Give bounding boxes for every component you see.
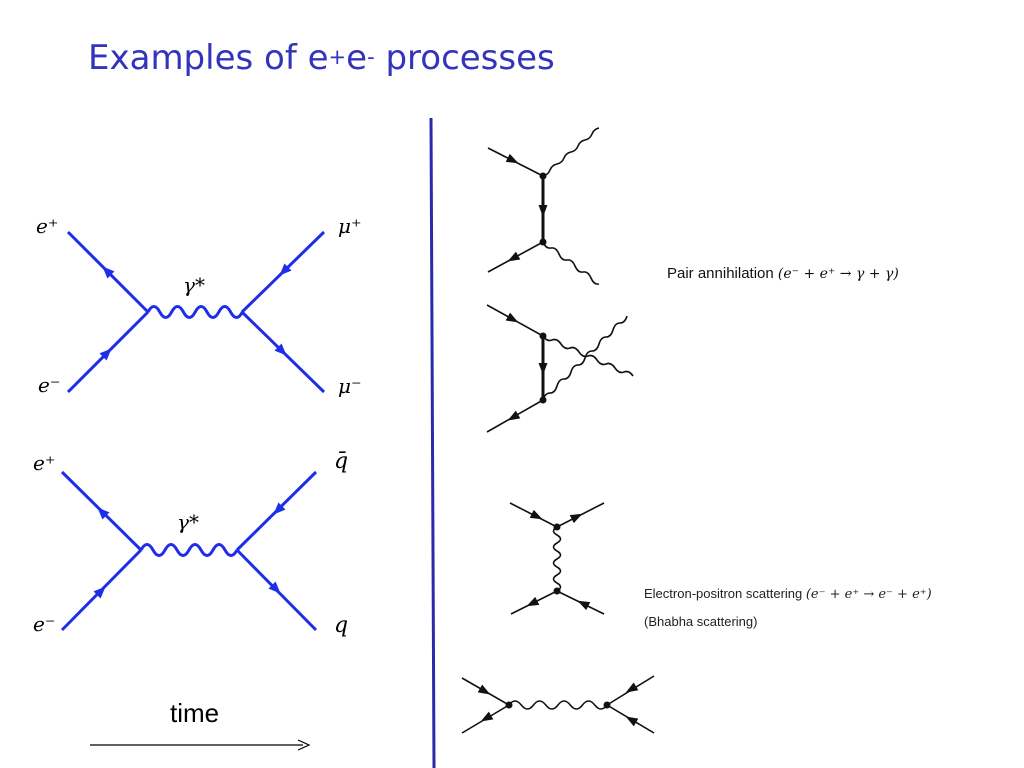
arrow-icon xyxy=(505,312,521,327)
vertex xyxy=(539,172,547,180)
arrow-icon xyxy=(575,596,591,611)
page-title: Examples of e+e- processes xyxy=(88,38,555,78)
feynman-diagram-quark-pair xyxy=(60,470,318,632)
label-e-plus: e⁺ xyxy=(33,451,55,475)
vertex xyxy=(539,238,547,246)
title-sup-plus: + xyxy=(328,45,347,69)
arrow-icon xyxy=(569,509,585,524)
arrow-icon xyxy=(478,711,494,726)
photon-line xyxy=(508,700,608,710)
title-sup-minus: - xyxy=(367,45,375,69)
photon-line xyxy=(552,526,562,592)
photon-line xyxy=(542,241,600,285)
time-label: time xyxy=(170,698,220,728)
feynman-diagram-pair-annihilation-u xyxy=(486,304,634,433)
photon-propagator xyxy=(139,543,239,557)
arrow-icon xyxy=(538,363,548,375)
caption-pair-annihilation-text: Pair annihilation xyxy=(667,265,778,282)
title-main: Examples of e xyxy=(88,38,329,78)
arrow-icon xyxy=(529,509,545,524)
vertex xyxy=(505,701,513,709)
arrow-icon xyxy=(505,410,521,425)
caption-pair-annihilation: Pair annihilation (e⁻ + e⁺ → γ + γ) xyxy=(667,265,899,282)
label-e-minus: e⁻ xyxy=(38,373,60,397)
label-anti-quark: q̄ xyxy=(334,449,348,474)
arrow-icon xyxy=(524,596,540,611)
title-rest: processes xyxy=(374,38,555,78)
vertex xyxy=(539,332,547,340)
label-gamma-star: γ* xyxy=(177,510,199,534)
arrow-icon xyxy=(505,153,521,168)
label-quark: q xyxy=(334,613,348,638)
vertex xyxy=(553,523,561,531)
arrow-icon xyxy=(538,205,548,217)
title-mid: e xyxy=(346,38,368,78)
arrow-head-icon xyxy=(297,739,311,751)
feynman-diagram-muon-pair xyxy=(66,230,326,394)
vertex xyxy=(539,396,547,404)
caption-pair-annihilation-equation: (e⁻ + e⁺ → γ + γ) xyxy=(777,266,899,282)
arrow-icon xyxy=(623,712,639,727)
photon-line xyxy=(542,127,600,177)
label-e-minus: e⁻ xyxy=(33,612,55,636)
label-mu-minus: μ⁻ xyxy=(338,374,362,398)
caption-scattering: Electron-positron scattering (e⁻ + e⁺ → … xyxy=(644,586,932,602)
caption-scattering-text: Electron-positron scattering xyxy=(644,586,806,601)
label-gamma-star: γ* xyxy=(183,273,205,297)
vertex xyxy=(553,587,561,595)
feynman-diagram-bhabha-s xyxy=(461,675,655,734)
arrow-icon xyxy=(477,684,493,699)
caption-scattering-equation: (e⁻ + e⁺ → e⁻ + e⁺) xyxy=(805,587,932,602)
photon-propagator xyxy=(146,305,244,319)
photon-line xyxy=(542,315,628,401)
label-e-plus: e⁺ xyxy=(36,214,58,238)
arrow-icon xyxy=(505,251,521,266)
caption-bhabha: (Bhabha scattering) xyxy=(644,614,758,629)
vertex xyxy=(603,701,611,709)
photon-line xyxy=(542,335,634,377)
label-mu-plus: μ⁺ xyxy=(338,214,362,238)
feynman-diagram-bhabha-t xyxy=(509,502,605,615)
vertical-divider xyxy=(429,117,436,768)
